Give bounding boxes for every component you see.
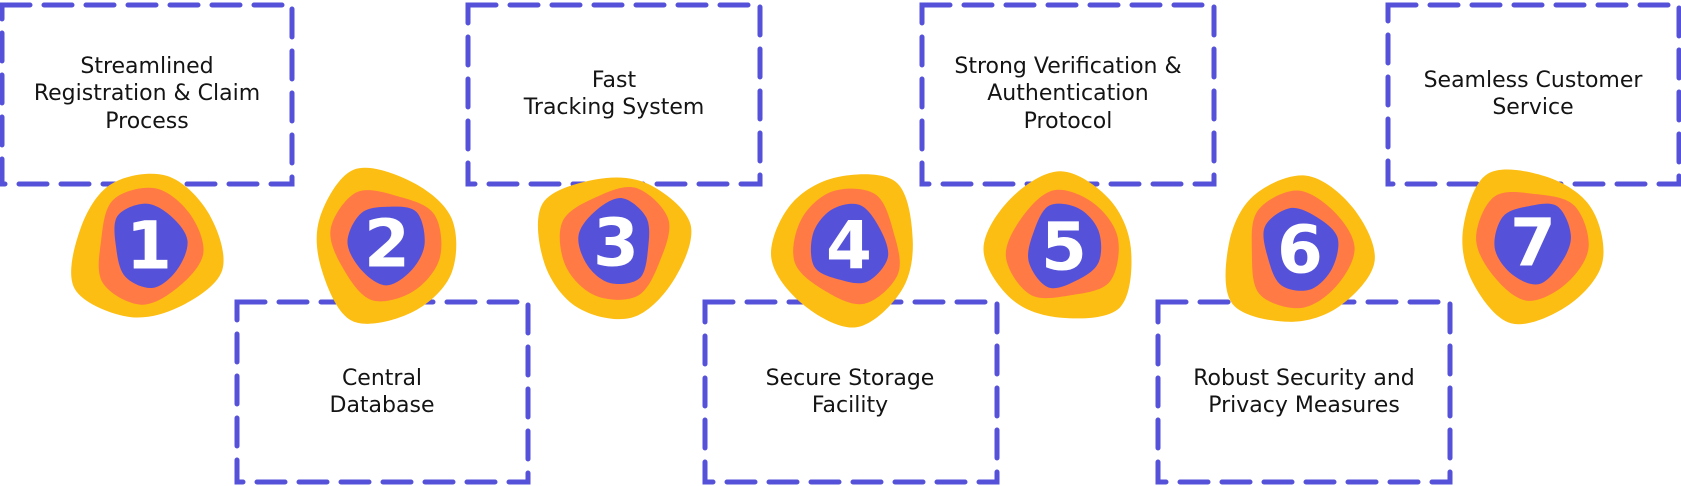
step-4-label: Secure Storage Facility <box>765 365 935 419</box>
step-7-label: Seamless Customer Service <box>1423 67 1643 121</box>
step-2-label: Central Database <box>329 365 435 419</box>
step-3-label: Fast Tracking System <box>523 67 705 121</box>
step-5-number: 5 <box>1041 209 1087 286</box>
step-1-number: 1 <box>126 208 172 285</box>
badge-inner-blob <box>810 203 889 284</box>
step-6-number: 6 <box>1277 212 1323 289</box>
step-1-badge: 1 <box>71 173 224 318</box>
badge-inner-blob <box>347 206 425 286</box>
step-5-label: Strong Verification & Authentication Pro… <box>954 53 1182 134</box>
step-2-number: 2 <box>364 206 410 283</box>
step-6-label: Robust Security and Privacy Measures <box>1193 365 1415 419</box>
step-3-badge: 3 <box>537 177 692 320</box>
step-4-badge: 4 <box>771 174 913 328</box>
step-2-badge: 2 <box>316 167 457 324</box>
badge-inner-blob <box>1263 207 1339 291</box>
badge-inner-blob <box>114 203 188 289</box>
step-1-label: Streamlined Registration & Claim Process <box>33 53 261 134</box>
step-6-badge: 6 <box>1225 175 1375 322</box>
step-3-number: 3 <box>593 205 639 282</box>
badge-inner-blob <box>578 198 650 285</box>
badge-inner-blob <box>1494 203 1571 285</box>
badge-inner-blob <box>1028 203 1102 289</box>
step-7-number: 7 <box>1510 205 1556 282</box>
step-7-badge: 7 <box>1462 169 1604 325</box>
step-5-badge: 5 <box>983 171 1132 319</box>
step-4-number: 4 <box>826 208 872 285</box>
